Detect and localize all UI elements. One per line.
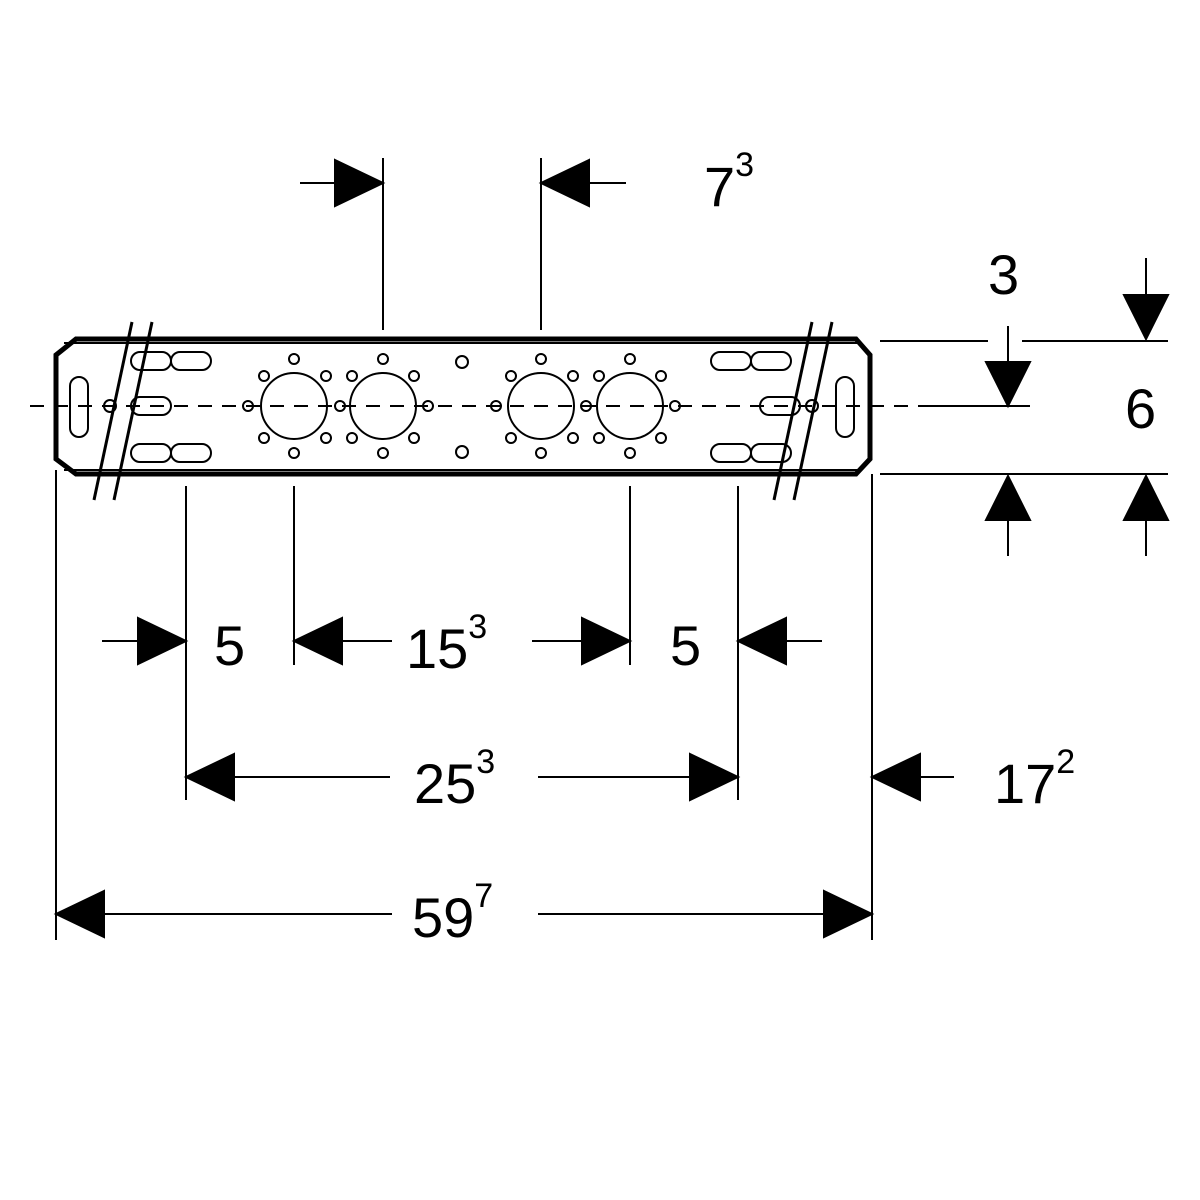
dim-overall-width: 597 bbox=[412, 877, 493, 949]
slot-holes bbox=[69, 351, 855, 463]
dim-right-offset: 172 bbox=[994, 743, 1075, 815]
dimension-arrows bbox=[53, 158, 1170, 939]
dim-right-spacing: 5 bbox=[670, 614, 701, 677]
mounting-rail bbox=[30, 321, 1030, 501]
dim-inner-span: 253 bbox=[414, 743, 495, 815]
dim-left-spacing: 5 bbox=[214, 614, 245, 677]
outlet-group-right bbox=[490, 353, 681, 459]
dim-center-spacing: 153 bbox=[406, 608, 487, 680]
dim-top-offset: 73 bbox=[704, 146, 754, 218]
dim-vertical-offset: 3 bbox=[988, 243, 1019, 306]
dim-height: 6 bbox=[1125, 377, 1156, 440]
center-holes bbox=[455, 355, 469, 459]
extension-lines bbox=[55, 158, 1168, 940]
dimension-labels: 73 3 6 5 153 5 253 172 597 bbox=[214, 146, 1156, 949]
outlet-group-left bbox=[242, 353, 434, 459]
